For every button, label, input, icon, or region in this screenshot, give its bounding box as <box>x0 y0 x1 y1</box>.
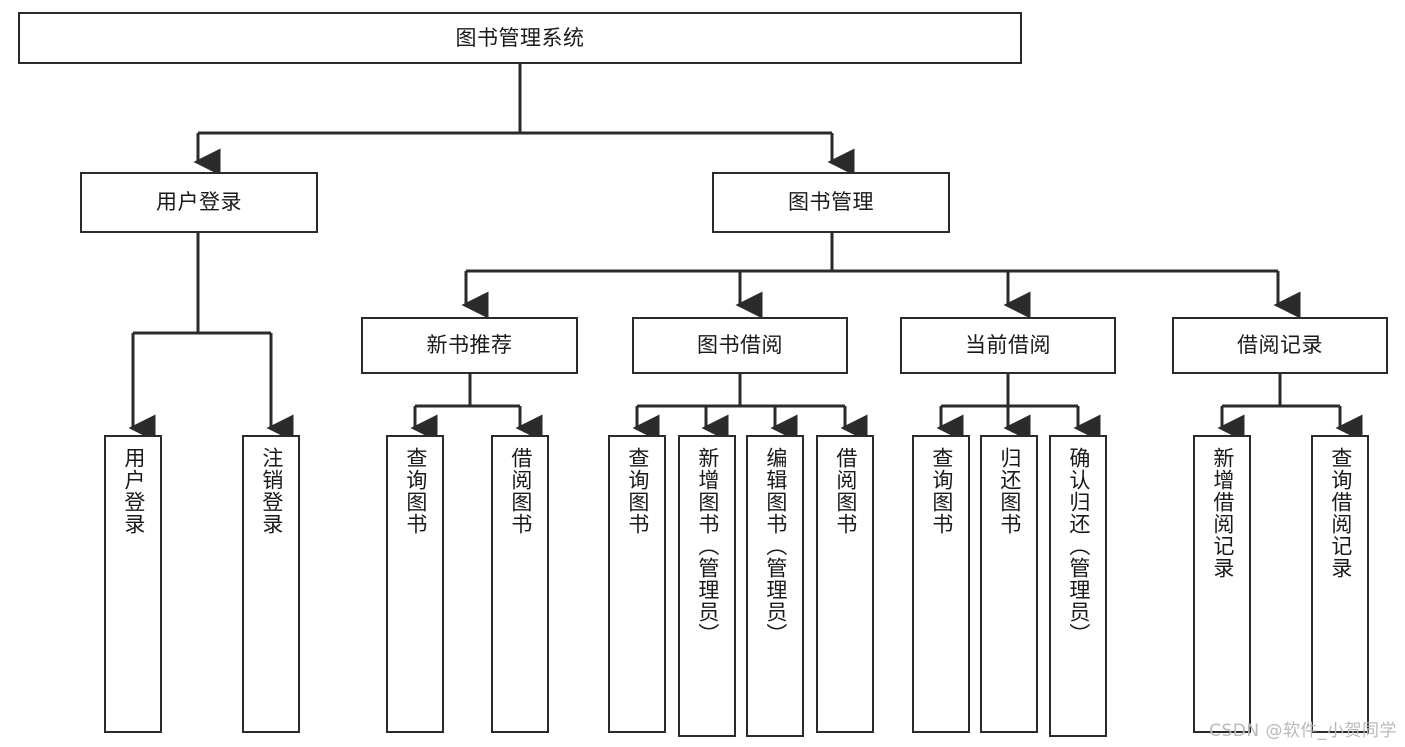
node-leaf-record-add[interactable]: 新增借阅记录 <box>1193 435 1251 733</box>
node-new-book-recommend[interactable]: 新书推荐 <box>361 317 578 374</box>
node-leaf-user-login[interactable]: 用户登录 <box>104 435 162 733</box>
node-leaf-recommend-query-book-label: 查询图书 <box>403 447 428 535</box>
node-leaf-borrow-borrow-book-label: 借阅图书 <box>833 447 858 535</box>
node-leaf-borrow-add-book-label: 新增图书（管理员） <box>695 447 720 645</box>
node-leaf-user-login-label: 用户登录 <box>121 447 146 535</box>
node-leaf-record-add-label: 新增借阅记录 <box>1210 447 1235 579</box>
node-leaf-record-query-label: 查询借阅记录 <box>1328 447 1353 579</box>
node-leaf-borrow-query-book[interactable]: 查询图书 <box>608 435 666 733</box>
node-leaf-borrow-edit-book[interactable]: 编辑图书（管理员） <box>746 435 804 737</box>
node-leaf-borrow-edit-book-label: 编辑图书（管理员） <box>763 447 788 645</box>
node-root-system-label: 图书管理系统 <box>455 25 585 50</box>
node-book-management[interactable]: 图书管理 <box>712 172 950 233</box>
node-book-borrow[interactable]: 图书借阅 <box>632 317 848 374</box>
node-leaf-recommend-borrow-book-label: 借阅图书 <box>508 447 533 535</box>
node-leaf-user-logout-label: 注销登录 <box>259 447 284 535</box>
node-leaf-borrow-borrow-book[interactable]: 借阅图书 <box>816 435 874 733</box>
node-borrow-record[interactable]: 借阅记录 <box>1172 317 1388 374</box>
node-leaf-current-query-book[interactable]: 查询图书 <box>912 435 970 733</box>
node-leaf-recommend-query-book[interactable]: 查询图书 <box>386 435 444 733</box>
node-user-login-label: 用户登录 <box>156 190 242 215</box>
node-book-management-label: 图书管理 <box>788 190 874 215</box>
node-new-book-recommend-label: 新书推荐 <box>426 333 513 358</box>
node-leaf-current-confirm-return-label: 确认归还（管理员） <box>1066 447 1091 645</box>
node-leaf-borrow-query-book-label: 查询图书 <box>625 447 650 535</box>
node-leaf-current-query-book-label: 查询图书 <box>929 447 954 535</box>
node-book-borrow-label: 图书借阅 <box>697 333 783 358</box>
node-leaf-current-return-book[interactable]: 归还图书 <box>980 435 1038 733</box>
node-root-system[interactable]: 图书管理系统 <box>18 12 1022 64</box>
node-user-login[interactable]: 用户登录 <box>80 172 318 233</box>
node-leaf-user-logout[interactable]: 注销登录 <box>242 435 300 733</box>
node-leaf-record-query[interactable]: 查询借阅记录 <box>1311 435 1369 733</box>
node-current-borrow-label: 当前借阅 <box>965 333 1051 358</box>
node-leaf-current-confirm-return[interactable]: 确认归还（管理员） <box>1049 435 1107 737</box>
node-leaf-current-return-book-label: 归还图书 <box>997 447 1022 535</box>
node-leaf-borrow-add-book[interactable]: 新增图书（管理员） <box>678 435 736 737</box>
node-current-borrow[interactable]: 当前借阅 <box>900 317 1116 374</box>
node-borrow-record-label: 借阅记录 <box>1237 333 1323 358</box>
node-leaf-recommend-borrow-book[interactable]: 借阅图书 <box>491 435 549 733</box>
